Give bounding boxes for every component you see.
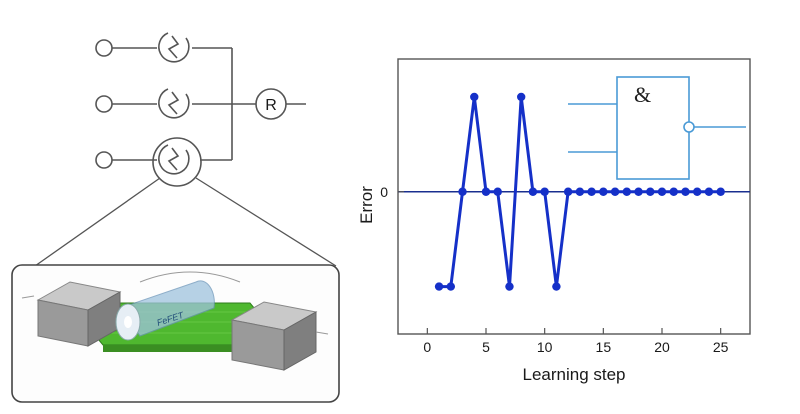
gate-body (616, 76, 690, 180)
data-point (470, 92, 479, 102)
data-point (704, 187, 714, 196)
resistor-label: R (265, 97, 277, 114)
ferroelectric-device-1 (158, 32, 190, 63)
x-tick-label: 0 (423, 339, 431, 355)
input-terminal-1 (95, 39, 113, 57)
data-point (693, 187, 702, 196)
data-point (552, 282, 561, 291)
gate-inversion-bubble (683, 121, 695, 133)
error-plot: 0 5 10 15 20 25 0 Learning step Error (357, 58, 751, 384)
data-point (716, 187, 725, 196)
y-axis-label: Error (357, 186, 376, 224)
data-point (563, 187, 573, 196)
data-point (434, 282, 444, 291)
x-tick-label: 10 (537, 339, 553, 355)
data-point (622, 187, 631, 196)
y-ticks: 0 (380, 184, 404, 200)
ferroelectric-device-3 (152, 137, 202, 187)
and-gate-symbol: & (568, 76, 746, 180)
input-terminal-2 (95, 95, 113, 113)
x-axis-label: Learning step (522, 365, 625, 384)
x-tick-label: 5 (482, 339, 490, 355)
input-terminal-3 (95, 151, 113, 169)
ferroelectric-device-2 (158, 88, 190, 119)
error-series-points (434, 92, 725, 291)
data-point (446, 282, 455, 291)
data-point (517, 92, 526, 102)
data-point (493, 187, 502, 196)
x-tick-label: 20 (654, 339, 670, 355)
data-point (599, 187, 608, 196)
data-point (505, 282, 514, 291)
data-point (458, 187, 467, 196)
data-point (681, 187, 690, 196)
device-inset: FeFET (11, 264, 340, 403)
circuit-schematic (34, 32, 337, 267)
y-tick-label: 0 (380, 184, 388, 200)
x-tick-label: 15 (596, 339, 612, 355)
data-point (657, 187, 667, 196)
x-ticks: 0 5 10 15 20 25 (423, 328, 729, 355)
data-point (528, 187, 538, 196)
zoom-circle (152, 137, 202, 187)
gate-symbol: & (634, 82, 651, 107)
gate-cylinder (115, 280, 215, 341)
data-point (481, 187, 491, 196)
x-tick-label: 25 (713, 339, 729, 355)
data-point (669, 187, 678, 196)
data-point (634, 187, 643, 196)
data-point (646, 187, 655, 196)
data-point (587, 187, 596, 196)
data-point (540, 187, 549, 196)
data-point (610, 187, 620, 196)
plot-frame (397, 58, 751, 335)
data-point (575, 187, 585, 196)
